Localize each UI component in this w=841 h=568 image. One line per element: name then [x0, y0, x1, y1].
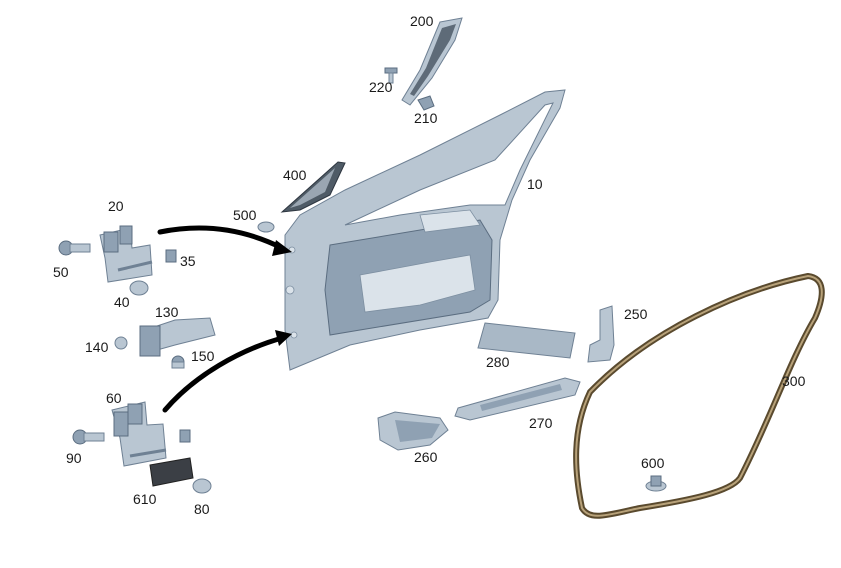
clip-210 [417, 95, 435, 111]
nut-80 [192, 478, 212, 494]
label-140: 140 [85, 339, 109, 355]
label-90: 90 [66, 450, 82, 466]
screw-220 [384, 67, 398, 84]
label-260: 260 [414, 449, 438, 465]
label-130: 130 [155, 304, 179, 320]
label-300: 300 [782, 373, 806, 389]
door-seal-300 [573, 273, 825, 519]
bolt-150 [171, 355, 185, 369]
label-250: 250 [624, 306, 648, 322]
label-20: 20 [108, 198, 124, 214]
lower-hinge-60 [111, 401, 167, 467]
nut-35-upper [165, 249, 177, 263]
label-610: 610 [133, 491, 157, 507]
label-40: 40 [114, 294, 130, 310]
label-400: 400 [283, 167, 307, 183]
label-600: 600 [641, 455, 665, 471]
label-270: 270 [529, 415, 553, 431]
label-35-upper: 35 [180, 253, 196, 269]
arrow-lower [162, 330, 292, 413]
label-200: 200 [410, 13, 434, 29]
label-50: 50 [53, 264, 69, 280]
bracket-250 [587, 305, 615, 363]
nut-35-lower [179, 429, 191, 443]
bolt-50 [58, 240, 91, 256]
label-60: 60 [106, 390, 122, 406]
label-220: 220 [369, 79, 393, 95]
nut-140 [114, 336, 128, 350]
door-check-130 [139, 317, 216, 357]
nut-40 [129, 280, 149, 296]
label-80: 80 [194, 501, 210, 517]
sheet-280 [477, 322, 576, 359]
clip-600 [645, 475, 667, 492]
plug-500 [257, 221, 275, 233]
door-shell-10 [284, 89, 566, 371]
label-150: 150 [191, 348, 215, 364]
shim-610 [149, 457, 194, 487]
bolt-90 [72, 429, 105, 445]
label-210: 210 [414, 110, 438, 126]
label-10: 10 [527, 176, 543, 192]
arrow-upper [157, 225, 292, 256]
upper-hinge-20 [99, 225, 153, 283]
label-280: 280 [486, 354, 510, 370]
label-500: 500 [233, 207, 257, 223]
